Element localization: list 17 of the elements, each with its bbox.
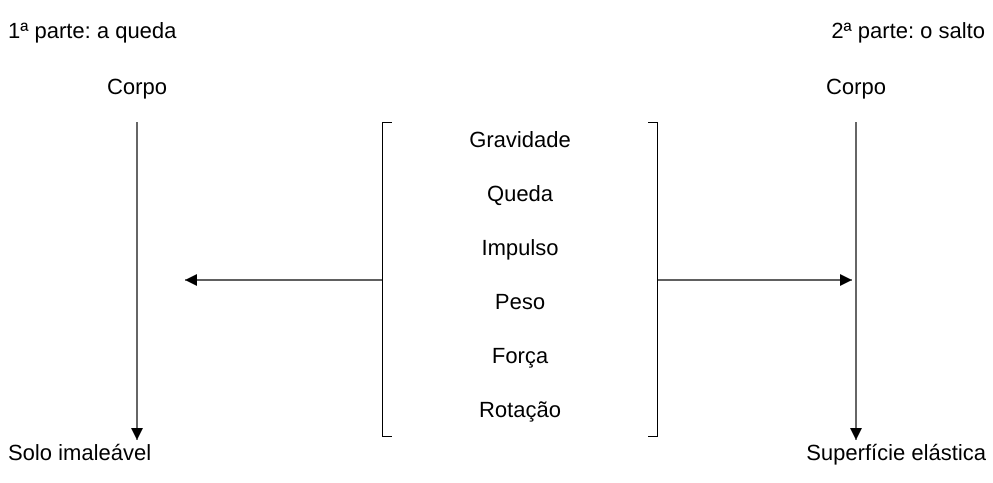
list-item: Gravidade xyxy=(468,127,572,153)
bracket-list xyxy=(382,122,658,437)
list-item: Queda xyxy=(486,181,554,207)
arrow xyxy=(850,122,862,440)
section-heading: 2ª parte: o salto xyxy=(831,18,985,44)
node-label: Superfície elástica xyxy=(806,440,986,466)
list-item: Peso xyxy=(494,289,546,315)
node-label: Corpo xyxy=(106,74,168,100)
node-label: Corpo xyxy=(825,74,887,100)
arrow xyxy=(658,274,852,286)
arrow xyxy=(131,122,143,440)
list-item: Impulso xyxy=(480,235,560,261)
list-item: Força xyxy=(490,343,550,369)
arrow xyxy=(185,274,382,286)
list-item: Rotação xyxy=(478,397,562,423)
section-heading: 1ª parte: a queda xyxy=(8,18,176,44)
node-label: Solo imaleável xyxy=(8,440,152,466)
